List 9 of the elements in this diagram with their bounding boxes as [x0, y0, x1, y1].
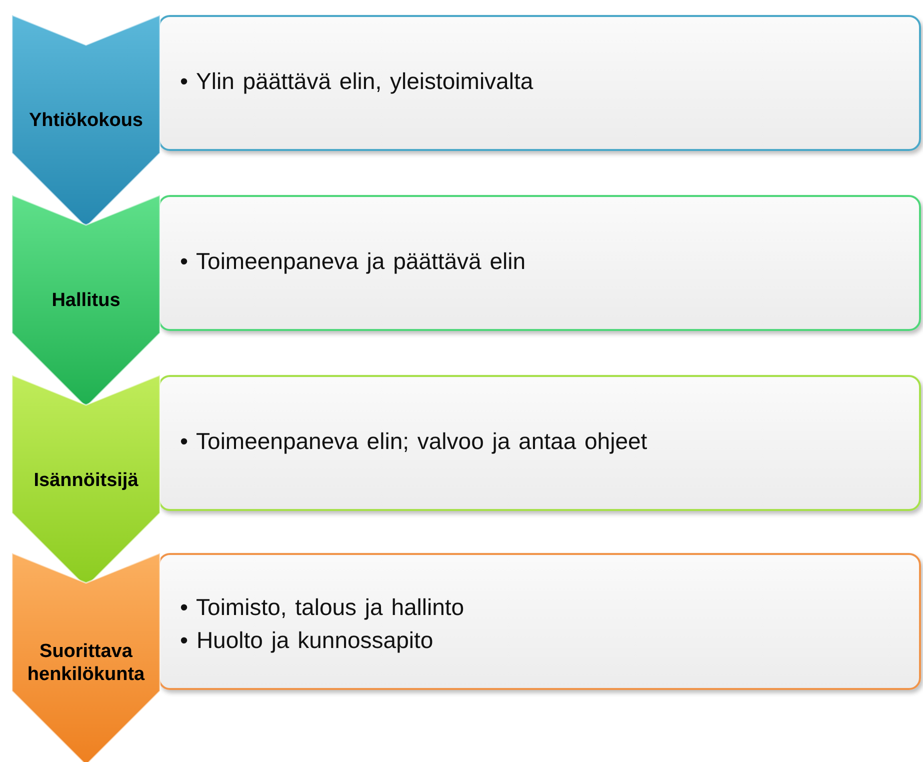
- stage-label: Hallitus: [50, 290, 122, 313]
- bullet-item: • Toimeenpaneva elin; valvoo ja antaa ohjeet: [180, 427, 648, 456]
- bullet-item: • Toimeenpaneva ja päättävä elin: [180, 247, 527, 276]
- bullet-item: • Huolto ja kunnossapito: [180, 626, 434, 656]
- stage-label: Isännöitsijä: [32, 470, 140, 493]
- bullet-item: • Ylin päättävä elin, yleistoimivalta: [180, 67, 534, 96]
- stage-label: Suorittava henkilökunta: [26, 641, 146, 687]
- stage-label: Yhtiökokous: [28, 110, 144, 133]
- bullet-item: • Toimisto, talous ja hallinto: [180, 593, 466, 622]
